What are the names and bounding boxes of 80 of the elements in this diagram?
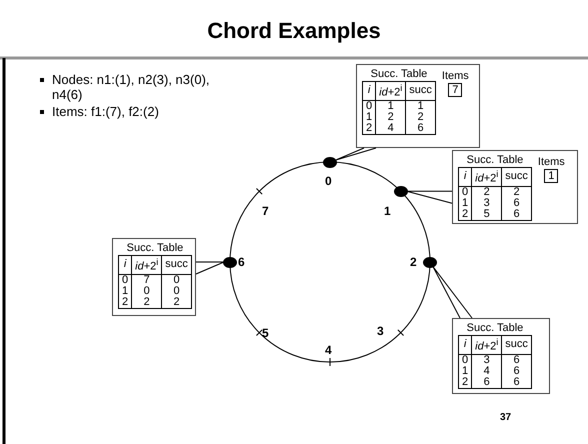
items-label: Items <box>442 70 469 82</box>
table-cell: 0 <box>162 274 192 286</box>
ring-node-dot <box>394 186 408 197</box>
table-cell: 6 <box>502 198 532 209</box>
table-cell: 2 <box>502 186 532 198</box>
item-value: 1 <box>544 169 558 183</box>
item-value: 7 <box>448 83 462 97</box>
table-cell: 6 <box>502 376 532 388</box>
header-cell: succ <box>502 336 532 354</box>
callout-box <box>452 150 578 224</box>
callout-box <box>356 64 480 148</box>
table-cell: 4 <box>472 366 502 377</box>
ring-position-number: 0 <box>325 174 332 188</box>
header-cell: succ <box>502 168 532 186</box>
bullet-text: Items: f1:(7), f2:(2) <box>52 104 159 119</box>
table-cell: 2 <box>458 208 472 220</box>
table-cell: 1 <box>118 286 132 297</box>
header-cell: id+2$^{i}$ <box>472 336 502 354</box>
ring-position-number: 6 <box>238 255 245 269</box>
header-cell: i <box>458 168 472 186</box>
table-cell: 6 <box>406 122 436 134</box>
table-cell: 7 <box>132 274 162 286</box>
callout-pointer <box>432 266 472 318</box>
callout-pointer <box>406 190 452 204</box>
table-cell: 2 <box>406 112 436 123</box>
ring-position-number: 1 <box>384 204 391 218</box>
table-cell: 5 <box>472 208 502 220</box>
table-cell: 2 <box>472 186 502 198</box>
table-cell: 0 <box>118 274 132 286</box>
header-cell: succ <box>162 256 192 274</box>
header-cell: i <box>458 336 472 354</box>
table-cell: 0 <box>458 186 472 198</box>
ring-position-number: 4 <box>325 343 332 357</box>
table-cell: 0 <box>458 354 472 366</box>
ring-position-number: 7 <box>262 204 269 218</box>
table-caption: Succ. Table <box>466 154 524 166</box>
table-cell: 2 <box>162 296 192 308</box>
ring-node-dot <box>323 156 337 168</box>
table-cell: 6 <box>502 366 532 377</box>
table-cell: 2 <box>362 122 376 134</box>
header-cell: id+2$^{i}$ <box>376 82 406 100</box>
table-caption: Succ. Table <box>126 242 184 254</box>
table-cell: 6 <box>502 208 532 220</box>
table-cell: 1 <box>362 112 376 123</box>
header-cell: id+2$^{i}$ <box>472 168 502 186</box>
table-cell: 0 <box>362 100 376 112</box>
table-cell: 2 <box>118 296 132 308</box>
table-cell: 2 <box>458 376 472 388</box>
slide-title: Chord Examples <box>206 18 382 44</box>
ring-node-dot <box>223 256 237 268</box>
table-cell: 6 <box>502 354 532 366</box>
header-cell: succ <box>406 82 436 100</box>
table-cell: 1 <box>458 198 472 209</box>
callout-pointer <box>335 148 376 161</box>
items-label: Items <box>538 156 565 168</box>
header-cell: i <box>362 82 376 100</box>
page-number: 37 <box>500 412 512 423</box>
table-cell: 1 <box>376 100 406 112</box>
callout-pointer <box>196 262 224 274</box>
ring-position-number: 3 <box>377 324 384 338</box>
header-cell: id+2$^{i}$ <box>132 256 162 274</box>
table-cell: 3 <box>472 354 502 366</box>
table-cell: 1 <box>406 100 436 112</box>
table-cell: 6 <box>472 376 502 388</box>
table-cell: 0 <box>162 286 192 297</box>
table-cell: 0 <box>132 286 162 297</box>
ring-node-dot <box>423 256 437 268</box>
table-cell: 2 <box>132 296 162 308</box>
table-cell: 2 <box>376 112 406 123</box>
table-cell: 3 <box>472 198 502 209</box>
ring-position-number: 2 <box>410 255 417 269</box>
callout-box <box>452 318 550 394</box>
table-cell: 1 <box>458 366 472 377</box>
table-caption: Succ. Table <box>370 68 428 80</box>
header-cell: i <box>118 256 132 274</box>
bullet-text: Nodes: n1:(1), n2(3), n3(0), n4(6) <box>52 72 211 102</box>
ring-position-number: 5 <box>262 326 269 340</box>
table-cell: 4 <box>376 122 406 134</box>
callout-box <box>112 238 196 316</box>
table-caption: Succ. Table <box>466 322 524 334</box>
